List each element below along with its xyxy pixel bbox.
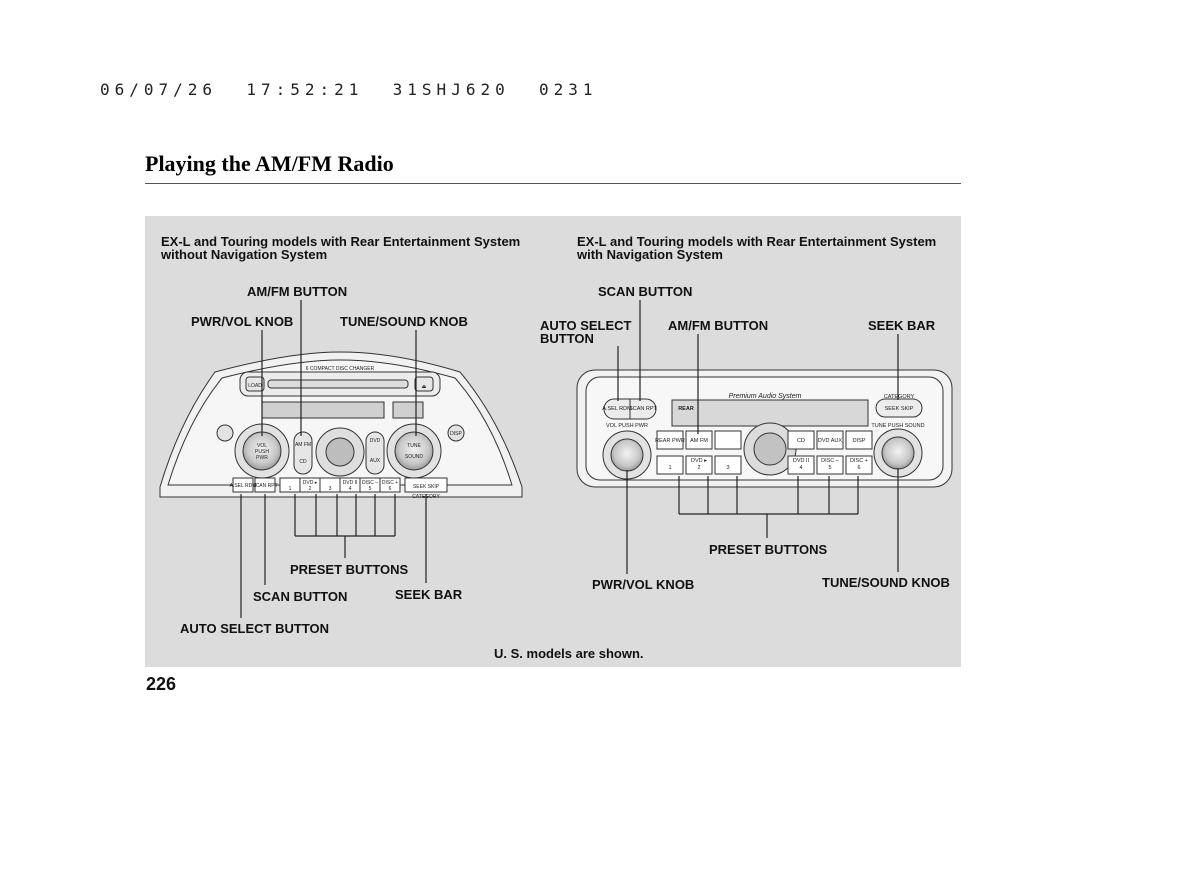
left-label-tune-sound-knob: TUNE/SOUND KNOB xyxy=(340,314,468,329)
right-preset-4: 4 xyxy=(799,465,802,471)
right-label-auto-select-line2: BUTTON xyxy=(540,331,594,346)
right-premium-text: Premium Audio System xyxy=(729,393,802,400)
right-preset-sub-2: DVD ▸ xyxy=(691,458,707,464)
page-number: 226 xyxy=(146,674,177,694)
right-disp-text: DISP xyxy=(853,438,866,444)
left-amfm-text: AM FM xyxy=(295,442,311,448)
left-label-amfm-button: AM/FM BUTTON xyxy=(247,284,348,299)
right-preset-5: 5 xyxy=(828,465,831,471)
left-label-auto-select-button: AUTO SELECT BUTTON xyxy=(180,621,330,636)
left-scan-text: SCAN RPT xyxy=(252,483,277,489)
right-amfm-text: AM FM xyxy=(690,438,708,444)
left-preset-sub-5: DISC – xyxy=(362,480,378,486)
right-rear-pwr-text: REAR PWR xyxy=(655,438,685,444)
left-load-text: LOAD xyxy=(248,383,262,389)
left-seek-skip-text: SEEK SKIP xyxy=(413,484,440,490)
left-preset-2: 2 xyxy=(309,486,312,492)
right-label-pwr-vol-knob: PWR/VOL KNOB xyxy=(592,577,695,592)
left-preset-5: 5 xyxy=(369,486,372,492)
left-radio-unit xyxy=(159,351,523,498)
left-label-scan-button: SCAN BUTTON xyxy=(253,589,348,604)
page-title: Playing the AM/FM Radio xyxy=(145,151,394,176)
right-unit-text: Premium Audio System A.SEL RDM SCAN RPT … xyxy=(602,393,924,471)
left-asel-text: A.SEL RDM xyxy=(230,483,257,489)
left-tune-text: TUNE xyxy=(407,443,421,449)
right-caption-line2: with Navigation System xyxy=(577,247,723,262)
right-preset-sub-4: DVD II xyxy=(793,458,810,464)
right-label-seek-bar: SEEK BAR xyxy=(868,318,936,333)
left-eject-icon: ⏏ xyxy=(422,384,427,390)
right-preset-2: 2 xyxy=(697,465,700,471)
left-unit-text: 6 COMPACT DISC CHANGER LOAD ⏏ VOL PUSH P… xyxy=(230,366,463,500)
right-dvd-aux-text: DVD AUX xyxy=(818,438,842,444)
title-rule xyxy=(145,183,961,184)
right-label-amfm-button: AM/FM BUTTON xyxy=(668,318,769,333)
left-sound-text: SOUND xyxy=(405,454,423,460)
right-vol-push-pwr-text: VOL PUSH PWR xyxy=(606,423,648,429)
right-scan-text: SCAN RPT xyxy=(629,406,657,412)
left-pwr-text: PWR xyxy=(256,455,268,461)
right-label-auto-select: AUTO SELECT BUTTON xyxy=(540,319,632,345)
left-vol-text: VOL xyxy=(257,443,267,449)
right-label-preset-buttons: PRESET BUTTONS xyxy=(709,542,828,557)
left-preset-sub-4: DVD II xyxy=(343,480,358,486)
left-leader-lines xyxy=(240,300,427,618)
right-preset-sub-5: DISC – xyxy=(821,458,840,464)
right-preset-3: 3 xyxy=(726,465,729,471)
right-label-tune-sound-knob: TUNE/SOUND KNOB xyxy=(822,575,950,590)
left-preset-4: 4 xyxy=(349,486,352,492)
right-preset-1: 1 xyxy=(668,465,671,471)
right-leader-lines xyxy=(617,300,899,574)
left-preset-1: 1 xyxy=(289,486,292,492)
left-label-seek-bar: SEEK BAR xyxy=(395,587,463,602)
right-category-text: CATEGORY xyxy=(884,394,915,400)
right-seek-skip-text: SEEK SKIP xyxy=(885,406,914,412)
left-cd-text: CD xyxy=(299,459,307,465)
left-push-text: PUSH xyxy=(255,449,269,455)
right-tune-push-sound-text: TUNE PUSH SOUND xyxy=(871,423,924,429)
left-cd-changer-text: 6 COMPACT DISC CHANGER xyxy=(306,366,375,372)
right-preset-6: 6 xyxy=(857,465,860,471)
left-label-pwr-vol-knob: PWR/VOL KNOB xyxy=(191,314,294,329)
left-disp-text: DISP xyxy=(450,431,462,437)
right-asel-text: A.SEL RDM xyxy=(602,406,632,412)
right-radio-unit xyxy=(576,369,953,488)
right-caption: EX-L and Touring models with Rear Entert… xyxy=(577,235,936,261)
left-caption-line2: without Navigation System xyxy=(161,247,328,262)
print-stamp: 06/07/26 17:52:21 31SHJ620 0231 xyxy=(100,80,598,99)
right-label-auto-select-line1: AUTO SELECT xyxy=(540,318,632,333)
left-caption: EX-L and Touring models with Rear Entert… xyxy=(161,235,520,261)
right-cd-text: CD xyxy=(797,438,805,444)
right-rear-text: REAR xyxy=(678,406,694,412)
left-preset-sub-6: DISC + xyxy=(382,480,398,486)
figure-note: U. S. models are shown. xyxy=(494,646,644,661)
left-dvd-text: DVD xyxy=(370,438,381,444)
left-aux-text: AUX xyxy=(370,458,381,464)
left-preset-3: 3 xyxy=(329,486,332,492)
left-label-preset-buttons: PRESET BUTTONS xyxy=(290,562,409,577)
right-caption-line1: EX-L and Touring models with Rear Entert… xyxy=(577,234,937,249)
left-caption-line1: EX-L and Touring models with Rear Entert… xyxy=(161,234,521,249)
left-preset-6: 6 xyxy=(389,486,392,492)
right-preset-sub-6: DISC + xyxy=(850,458,868,464)
left-preset-sub-2: DVD ▸ xyxy=(303,480,318,486)
right-label-scan-button: SCAN BUTTON xyxy=(598,284,693,299)
